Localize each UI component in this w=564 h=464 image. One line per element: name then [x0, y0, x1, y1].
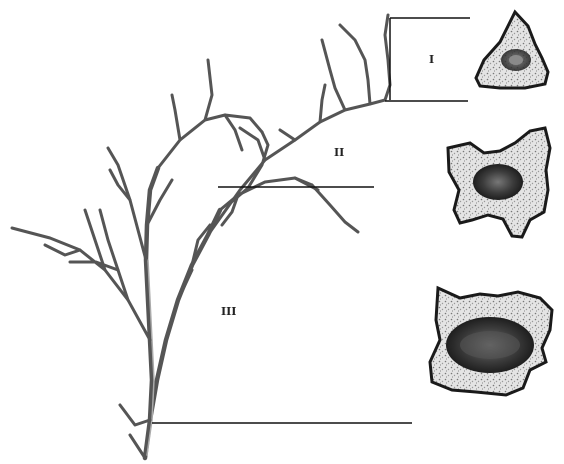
thallus-drawing — [12, 15, 390, 458]
upper-branches — [158, 60, 358, 300]
cross-section-II — [448, 128, 550, 237]
main-stem — [145, 168, 220, 458]
zone-label-II: II — [334, 146, 344, 159]
cross-section-I — [476, 12, 548, 88]
zone-lines — [152, 18, 470, 423]
cross-section-III — [430, 288, 552, 395]
zone-label-I: I — [429, 53, 434, 66]
zone-label-III: III — [221, 305, 236, 318]
